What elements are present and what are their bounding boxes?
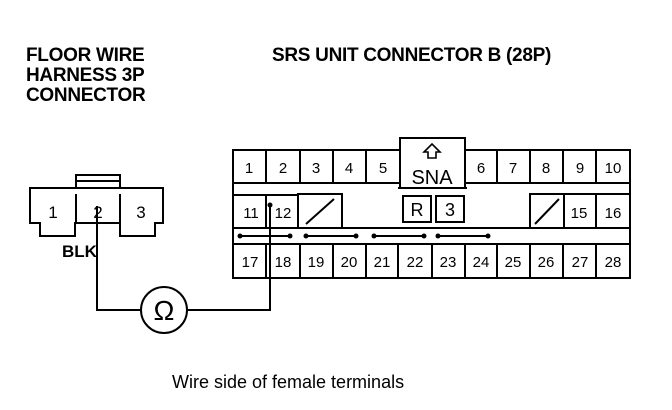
terminal-18: 18 <box>275 254 292 271</box>
terminal-20: 20 <box>341 254 358 271</box>
floor-wire-harness-title: FLOOR WIRE HARNESS 3P CONNECTOR <box>26 45 146 106</box>
three-mark-box <box>435 195 465 223</box>
terminal-10: 10 <box>605 160 622 177</box>
left-title-line-3: CONNECTOR <box>26 85 146 106</box>
terminal-17: 17 <box>242 254 259 271</box>
terminal-19: 19 <box>308 254 325 271</box>
terminal-7: 7 <box>509 160 517 177</box>
terminal-26: 26 <box>538 254 555 271</box>
three-mark: 3 <box>445 200 455 220</box>
test-lead-right <box>187 205 271 311</box>
terminal-3: 3 <box>312 160 320 177</box>
terminal-6: 6 <box>477 160 485 177</box>
ohm-symbol: Ω <box>154 295 175 326</box>
left-terminal-3: 3 <box>136 203 145 222</box>
r-mark: R <box>411 200 424 220</box>
r-mark-box <box>402 195 432 223</box>
terminal-27: 27 <box>572 254 589 271</box>
wire-color-label: BLK <box>62 242 98 261</box>
left-title-line-1: FLOOR WIRE <box>26 45 145 66</box>
left-terminal-2: 2 <box>93 203 102 222</box>
terminal-22: 22 <box>407 254 424 271</box>
left-title-line-2: HARNESS 3P <box>26 65 145 86</box>
srs-unit-connector-title: SRS UNIT CONNECTOR B (28P) <box>272 45 551 66</box>
terminal-16: 16 <box>605 205 622 222</box>
terminal-2: 2 <box>279 160 287 177</box>
up-arrow-icon <box>422 142 442 159</box>
diagram-caption: Wire side of female terminals <box>172 372 405 392</box>
test-lead-left <box>96 206 141 311</box>
terminal-11: 11 <box>243 205 259 222</box>
terminal-28: 28 <box>605 254 622 271</box>
terminal-5: 5 <box>379 160 387 177</box>
sna-label: SNA <box>411 167 453 189</box>
terminal-21: 21 <box>374 254 391 271</box>
terminal-9: 9 <box>576 160 584 177</box>
terminal-15: 15 <box>571 205 588 222</box>
terminal-12: 12 <box>275 205 292 222</box>
terminal-25: 25 <box>505 254 522 271</box>
terminal-8: 8 <box>542 160 550 177</box>
ohmmeter-symbol <box>140 286 188 334</box>
terminal-4: 4 <box>345 160 353 177</box>
terminal-23: 23 <box>440 254 457 271</box>
left-terminal-1: 1 <box>48 203 57 222</box>
terminal-24: 24 <box>473 254 490 271</box>
terminal-1: 1 <box>245 160 253 177</box>
